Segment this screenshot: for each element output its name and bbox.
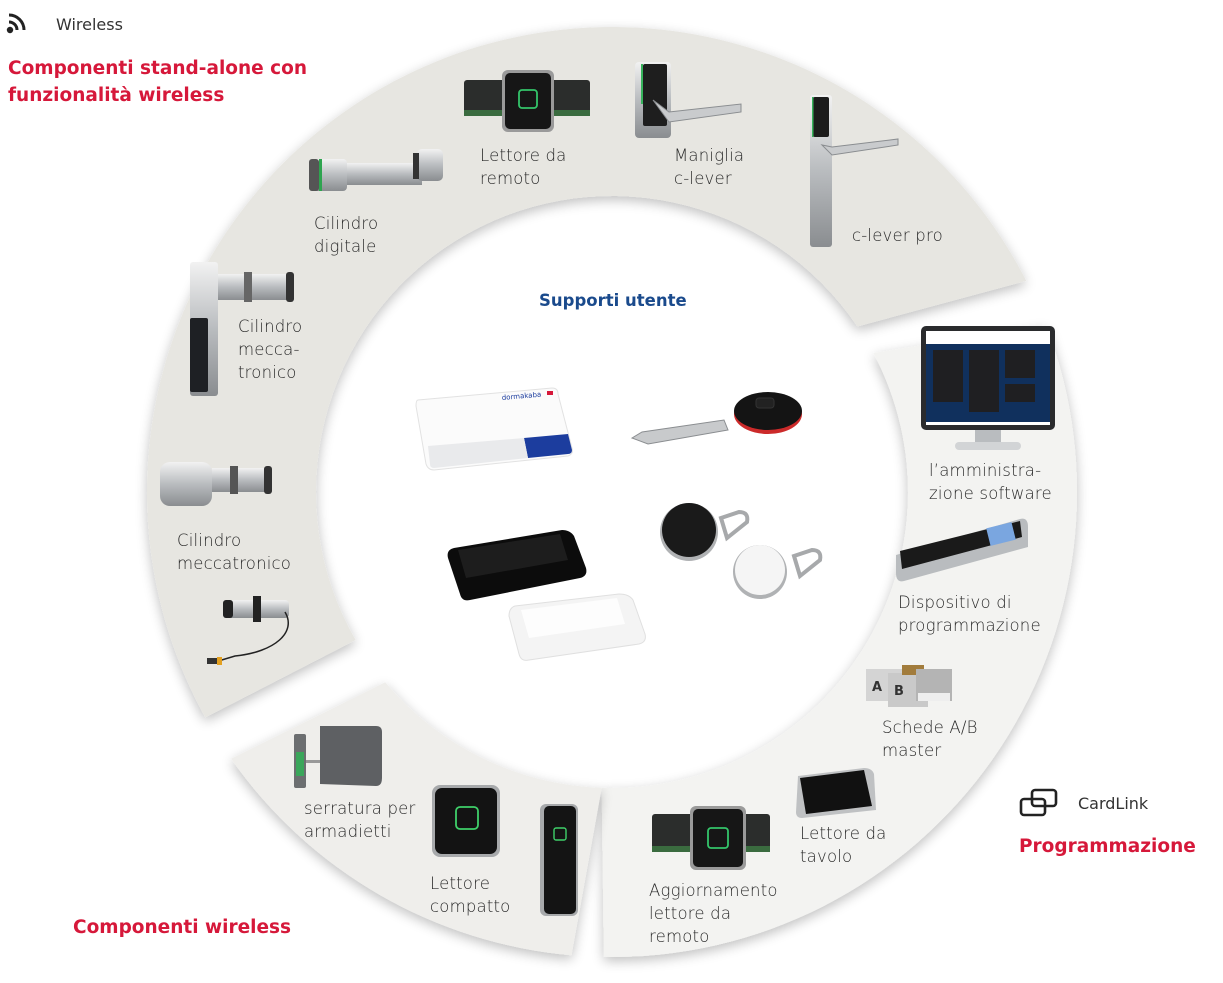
white-case-image	[508, 593, 646, 661]
c-lever-pro-image	[810, 95, 899, 247]
standalone-title: Componenti stand-alone con funzionalità …	[8, 55, 307, 109]
lettore-da-remoto-image	[464, 70, 590, 132]
aggiornamento-lettore-image	[652, 806, 770, 870]
cilindro-cavo-image	[207, 596, 289, 665]
standalone-title-line-2: funzionalità wireless	[8, 85, 225, 106]
supporti-utente-title: Supporti utente	[539, 291, 687, 310]
label-amministrazione-software: l’amministra-zione software	[929, 461, 1052, 503]
black-fob-image	[660, 503, 750, 561]
maniglia-c-lever-image	[635, 62, 742, 138]
rfid-card-image: dormakaba	[415, 387, 573, 471]
svg-text:A: A	[872, 680, 882, 695]
segment-standalone	[146, 26, 1027, 718]
legend-cardlink-label: CardLink	[1078, 794, 1149, 813]
key-image	[630, 392, 802, 445]
svg-text:B: B	[894, 684, 904, 699]
programmazione-title: Programmazione	[1019, 836, 1196, 857]
schede-ab-master-image: A B	[866, 665, 952, 707]
lettore-compatto-image	[432, 785, 500, 857]
lettore-slim-image	[540, 804, 578, 916]
standalone-title-line-1: Componenti stand-alone con	[8, 58, 307, 79]
legend-wireless-label: Wireless	[56, 15, 123, 34]
label-c-lever-pro: c-lever pro	[852, 226, 943, 245]
wireless-components-title: Componenti wireless	[73, 917, 292, 938]
dispositivo-programmazione-image	[896, 518, 1028, 582]
white-fob-image	[733, 545, 823, 599]
serratura-armadietti-image	[294, 726, 382, 788]
black-case-image	[447, 530, 587, 601]
lettore-da-tavolo-image	[796, 768, 876, 818]
software-monitor-image	[921, 326, 1055, 450]
wireless-signal-icon	[6, 13, 26, 34]
cilindro-meccatronico-image	[160, 462, 272, 506]
segment-programmazione	[601, 325, 1077, 958]
cardlink-icon	[1019, 788, 1058, 817]
cilindro-digitale-image	[309, 149, 443, 191]
card-brand-text: dormakaba	[501, 391, 541, 402]
cilindro-meccatronico-maniglia-image	[190, 262, 294, 396]
